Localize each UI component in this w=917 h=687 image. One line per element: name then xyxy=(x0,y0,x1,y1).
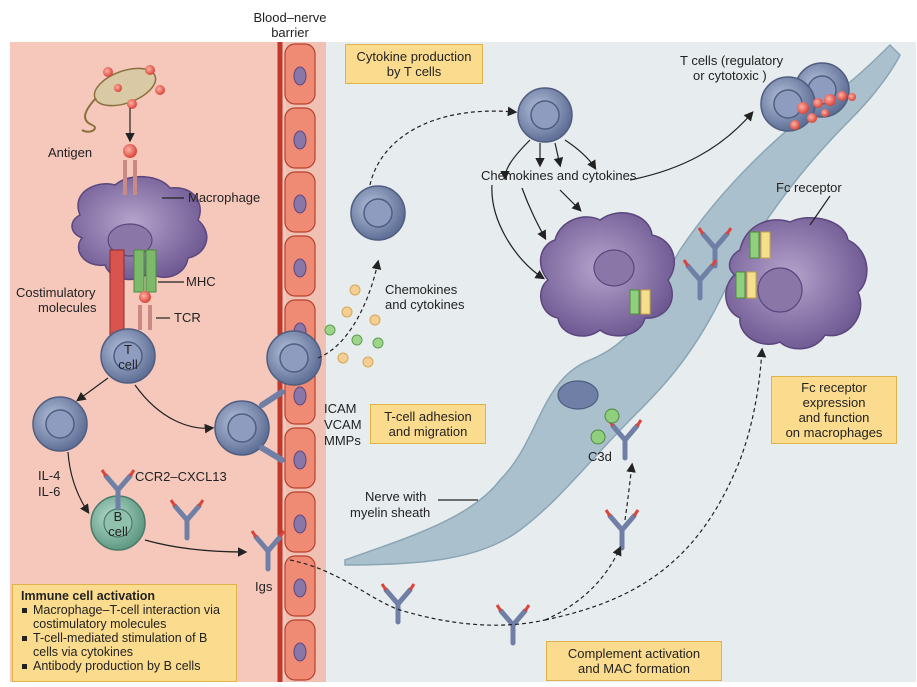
macrophage-label: Macrophage xyxy=(188,190,260,205)
icam-label: ICAM xyxy=(324,401,357,416)
summary-title: Immune cell activation xyxy=(21,589,156,603)
barrier-label: Blood–nerve barrier xyxy=(254,10,327,40)
barrier-cell-nucleus xyxy=(293,258,307,278)
antigen-ball xyxy=(123,144,137,158)
macrophage-center xyxy=(539,212,676,337)
summary-item: Macrophage–T-cell interaction via costim… xyxy=(22,603,228,631)
c3d-label: C3d xyxy=(588,449,612,464)
svg-text:T cells (regulatory: T cells (regulatory xyxy=(680,53,784,68)
barrier-cell-nucleus xyxy=(293,514,307,534)
svg-text:Chemokines: Chemokines xyxy=(385,282,458,297)
macrophage-left xyxy=(71,160,208,281)
b-cell xyxy=(90,495,146,551)
costimulatory-molecule xyxy=(109,249,125,339)
svg-text:Nerve with: Nerve with xyxy=(365,489,426,504)
cytotoxic-granules xyxy=(790,91,856,130)
presented-antigen xyxy=(139,291,151,303)
t-cell-barrier xyxy=(266,330,322,386)
svg-text:B: B xyxy=(114,509,123,524)
adhesion-molecules xyxy=(259,389,285,463)
il4-label: IL-4 xyxy=(38,468,60,483)
mhc-label: MHC xyxy=(186,274,216,289)
barrier-cell-nucleus xyxy=(293,642,307,662)
svg-text:myelin sheath: myelin sheath xyxy=(350,505,430,520)
il6-label: IL-6 xyxy=(38,484,60,499)
nerve-fiber xyxy=(344,43,901,566)
nerve-label: Nerve with myelin sheath xyxy=(350,489,430,520)
summary-list: Macrophage–T-cell interaction via costim… xyxy=(21,603,228,673)
svg-text:Blood–nerve: Blood–nerve xyxy=(254,10,327,25)
barrier-cell-nucleus xyxy=(293,386,307,406)
t-cell-top xyxy=(517,87,573,143)
t-cell-migrated xyxy=(350,185,406,241)
t-cell-label: T cell xyxy=(118,342,138,372)
svg-text:T: T xyxy=(124,342,132,357)
barrier-cell-nucleus xyxy=(293,578,307,598)
c3d-ball-2 xyxy=(604,408,620,424)
fc-receptor-label: Fc receptor xyxy=(776,180,842,195)
svg-text:Costimulatory: Costimulatory xyxy=(16,285,96,300)
bacterium-icon xyxy=(81,65,165,133)
tcr-label: TCR xyxy=(174,310,201,325)
ccr2-label: CCR2–CXCL13 xyxy=(135,469,227,484)
c3d-ball-1 xyxy=(590,429,606,445)
chemokines-small-label: Chemokines and cytokines xyxy=(385,282,465,312)
chemokine-dots xyxy=(324,284,384,368)
summary-item: T-cell-mediated stimulation of B cells v… xyxy=(22,631,228,659)
immune-activation-summary: Immune cell activation Macrophage–T-cell… xyxy=(12,584,237,682)
vcam-label: VCAM xyxy=(324,417,362,432)
barrier-cell-nucleus xyxy=(293,450,307,470)
svg-text:cell: cell xyxy=(108,524,128,539)
nerve-nucleus xyxy=(557,380,599,410)
mhc-molecule-b xyxy=(145,249,157,293)
svg-text:or cytotoxic ): or cytotoxic ) xyxy=(693,68,767,83)
barrier-cell-nucleus xyxy=(293,130,307,150)
igs-label: Igs xyxy=(255,579,273,594)
arrows xyxy=(67,106,831,626)
svg-text:barrier: barrier xyxy=(271,25,309,40)
svg-text:and cytokines: and cytokines xyxy=(385,297,465,312)
mhc-molecule-a xyxy=(133,249,145,293)
costimulatory-label: Costimulatory molecules xyxy=(16,285,97,315)
tcr-icon xyxy=(138,305,152,330)
svg-text:molecules: molecules xyxy=(38,300,97,315)
chemokines-top-label: Chemokines and cytokines xyxy=(481,168,637,183)
antigen-label: Antigen xyxy=(48,145,92,160)
t-cell-lowleft xyxy=(32,396,88,452)
barrier-cell-nucleus xyxy=(293,66,307,86)
mmps-label: MMPs xyxy=(324,433,361,448)
summary-item: Antibody production by B cells xyxy=(22,659,228,673)
barrier-cell-nucleus xyxy=(293,194,307,214)
t-cells-reg-label: T cells (regulatory or cytotoxic ) xyxy=(680,53,784,83)
macrophage-right xyxy=(725,217,868,350)
b-cell-label: B cell xyxy=(108,509,128,539)
svg-text:cell: cell xyxy=(118,357,138,372)
